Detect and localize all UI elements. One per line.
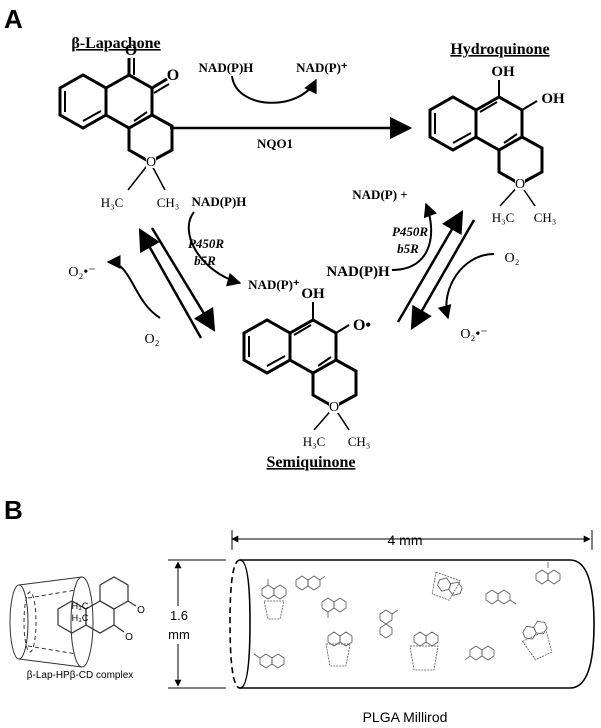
beta-lapachone-carbonyl-o-1: O (125, 42, 137, 59)
right-oxygen: O₂ (505, 251, 520, 266)
diameter-label-mask (162, 606, 196, 644)
left-reverse-arrow (138, 228, 203, 339)
hydroquinone-oh-top: OH (491, 64, 515, 80)
right-cofactor-curved-arrow (391, 202, 437, 271)
panel-a-letter: A (4, 4, 23, 34)
semiquinone-structure (242, 302, 358, 431)
complex-label: β-Lap-HPβ-CD complex (27, 670, 134, 681)
beta-lapachone-structure (58, 58, 174, 191)
right-cofactor-out: NAD(P) + (352, 187, 407, 202)
beta-lapachone-title: β-Lapachone (71, 35, 160, 52)
complex-carbonyl-o-1: O (137, 605, 145, 616)
hydroquinone-structure (428, 80, 544, 207)
length-label: 4 mm (388, 532, 423, 548)
panel-b-letter: B (4, 495, 23, 525)
hydroquinone-ring-o: O (515, 177, 525, 192)
hydroquinone-oh-right: OH (541, 91, 565, 107)
left-cofactor-out: NAD(P)⁺ (248, 277, 300, 292)
left-oxygen: O₂ (145, 332, 160, 347)
hydroquinone-methyl-left: H₃C (492, 210, 515, 225)
top-cofactor-in: NAD(P)H (199, 60, 254, 75)
right-enzyme-p450r: P450R (392, 224, 428, 239)
left-superoxide: O₂•⁻ (68, 265, 95, 280)
plga-millirod (229, 559, 595, 689)
left-forward-arrow (150, 227, 216, 332)
top-cofactor-curved-arrow (231, 75, 317, 104)
right-oxygen-curved-arrow (437, 253, 495, 320)
semiquinone-methyl-left: H₃C (303, 434, 326, 449)
diameter-label-value: 1.6 (170, 608, 188, 623)
ring-o-mask (146, 156, 156, 168)
left-cofactor-in: NAD(P)H (192, 194, 247, 209)
right-cofactor-in: NAD(P)H (326, 264, 390, 280)
beta-lapachone-ring-o: O (146, 155, 156, 170)
diameter-label-unit: mm (168, 627, 190, 642)
beta-lapachone-carbonyl-o-2: O (167, 67, 179, 84)
left-cofactor-curved-arrow (187, 211, 242, 287)
complex-methyl-2: H₃C (72, 613, 89, 623)
top-enzyme-nqo1: NQO1 (257, 136, 293, 151)
ring-o-mask (515, 178, 525, 190)
embedded-molecules (253, 562, 561, 671)
cyclodextrin-complex (9, 576, 137, 668)
hydroquinone-title: Hydroquinone (450, 41, 549, 58)
left-enzyme-p450r: P450R (188, 236, 224, 251)
semiquinone-ring-o: O (329, 400, 339, 415)
top-cofactor-out: NAD(P)⁺ (296, 60, 348, 75)
hydroquinone-methyl-right: CH₃ (534, 210, 557, 225)
right-forward-arrow (396, 210, 464, 323)
right-enzyme-b5r: b5R (397, 241, 419, 256)
complex-carbonyl-o-2: O (125, 632, 133, 643)
beta-lapachone-methyl-left: H₃C (101, 195, 124, 210)
semiquinone-radical: O• (353, 317, 371, 334)
semiquinone-methyl-right: CH₃ (348, 434, 371, 449)
right-reverse-arrow (410, 219, 476, 330)
left-oxygen-curved-arrow (106, 255, 161, 319)
millirod-label: PLGA Millirod (363, 709, 448, 725)
semiquinone-title: Semiquinone (267, 454, 356, 471)
left-enzyme-b5r: b5R (194, 253, 216, 268)
right-superoxide: O₂•⁻ (460, 327, 487, 342)
ring-o-mask (329, 401, 339, 413)
beta-lapachone-methyl-right: CH₃ (157, 195, 180, 210)
semiquinone-oh-top: OH (301, 286, 325, 302)
complex-methyl-1: H₃C (72, 601, 89, 611)
